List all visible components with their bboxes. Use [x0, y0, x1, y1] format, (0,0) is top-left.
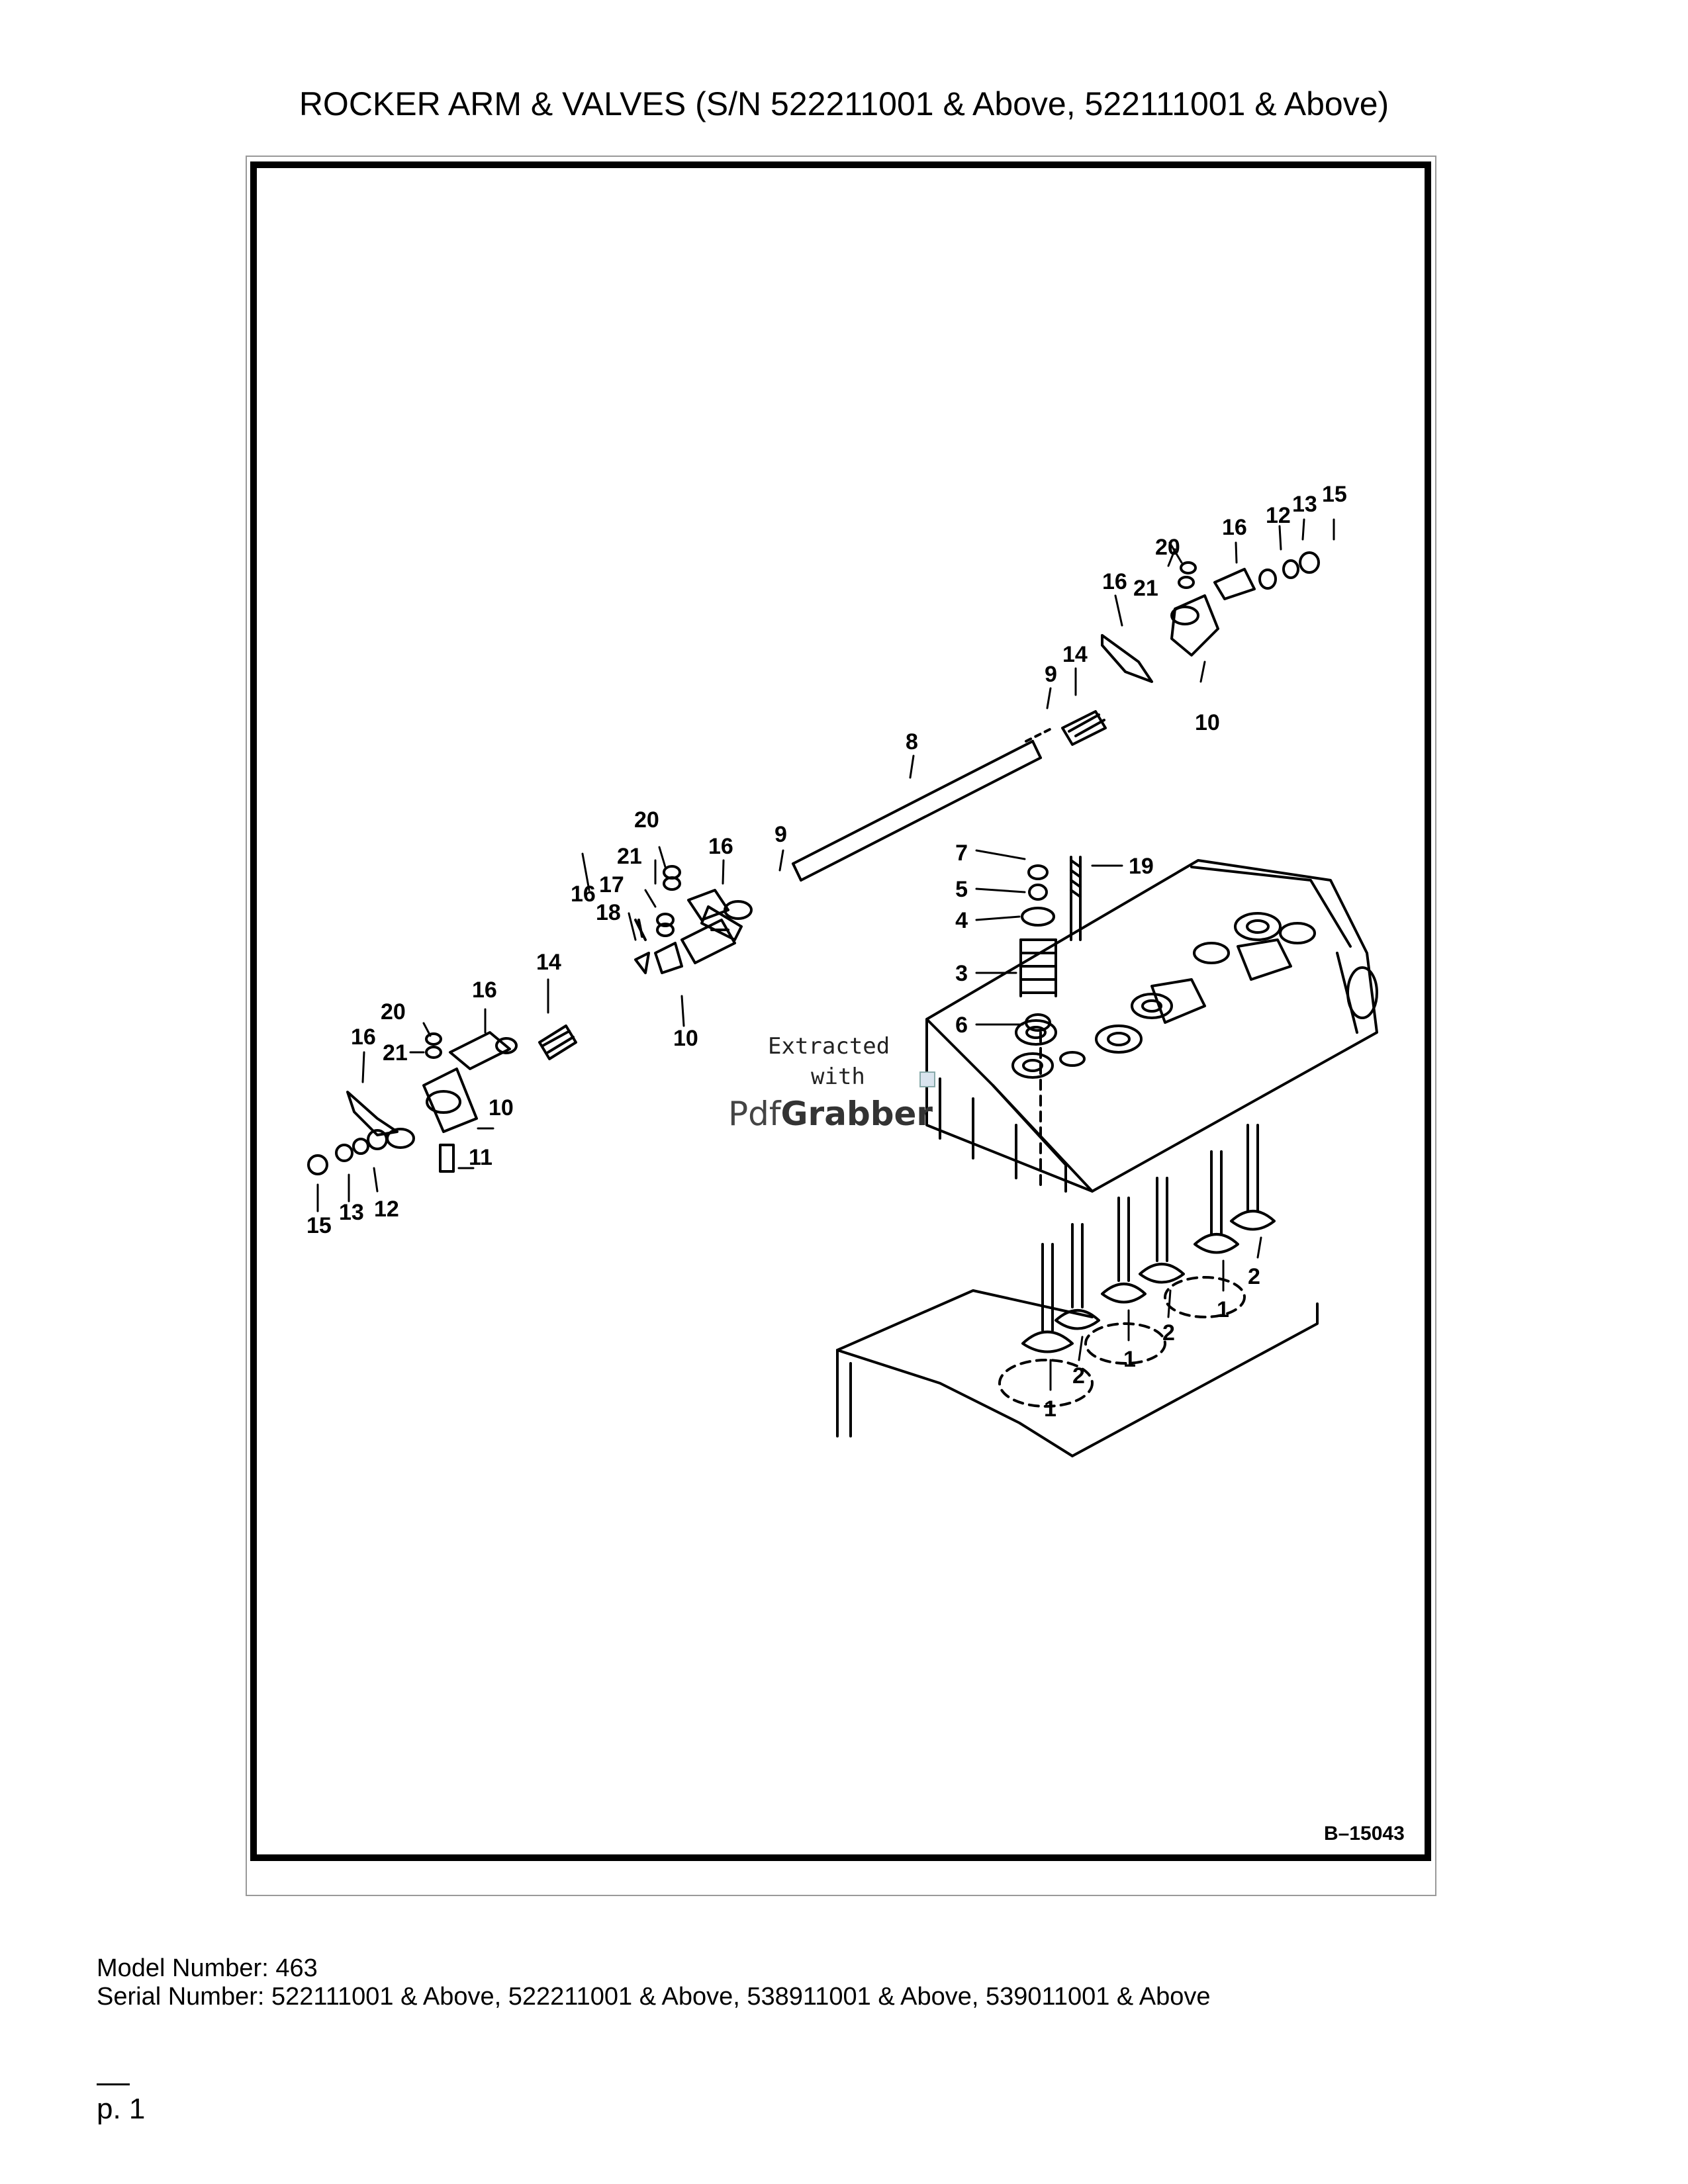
callout-15-upper: 15 — [1322, 482, 1347, 507]
callout-6: 6 — [955, 1013, 968, 1038]
callout-5: 5 — [955, 877, 968, 902]
callout-20-lower: 20 — [381, 999, 406, 1024]
callout-20-middle: 20 — [634, 807, 659, 833]
callout-14-upper: 14 — [1062, 642, 1088, 667]
rocker-group-middle — [634, 865, 753, 974]
watermark-brand: PdfGrabber — [728, 1095, 933, 1133]
callout-16-middle-a: 16 — [708, 834, 733, 859]
cylinder-head — [925, 859, 1378, 1193]
figure-reference-code: B–15043 — [1324, 1823, 1405, 1844]
callout-2-b: 2 — [1162, 1320, 1175, 1345]
callout-16-middle-b: 16 — [571, 882, 596, 907]
callout-1-a: 1 — [1044, 1396, 1056, 1422]
page-number-rule — [97, 2083, 130, 2085]
callout-2-a: 2 — [1072, 1363, 1085, 1388]
watermark-line-1: Extracted — [768, 1033, 890, 1060]
callout-13-upper: 13 — [1292, 492, 1317, 517]
callout-1-b: 1 — [1123, 1347, 1136, 1372]
callout-18: 18 — [596, 900, 621, 925]
callout-3: 3 — [955, 961, 968, 986]
callout-21-middle: 21 — [617, 844, 642, 869]
callout-21-lower: 21 — [383, 1040, 408, 1066]
diagram-frame — [250, 161, 1431, 1861]
callout-16-upper-b: 16 — [1222, 515, 1247, 540]
page-number: p. 1 — [97, 2093, 146, 2125]
valve-spring-assembly — [1019, 856, 1082, 1186]
callout-19: 19 — [1129, 854, 1154, 879]
callout-10-upper: 10 — [1195, 710, 1220, 735]
callout-13-lower: 13 — [339, 1200, 364, 1225]
page-title: ROCKER ARM & VALVES (S/N 522211001 & Abo… — [299, 85, 1389, 122]
callout-10-lower: 10 — [489, 1095, 514, 1120]
exploded-parts-diagram: 7 5 4 3 6 19 9 9 8 10 10 10 11 14 14 16 … — [306, 482, 1378, 1457]
callout-16-lower-b: 16 — [351, 1024, 376, 1050]
watermark-line-2: with — [811, 1064, 865, 1090]
callout-2-c: 2 — [1248, 1264, 1260, 1289]
diagram-outer-frame — [246, 156, 1436, 1896]
callout-12-upper: 12 — [1266, 503, 1291, 528]
callout-9-middle: 9 — [774, 822, 787, 847]
serial-number: Serial Number: 522111001 & Above, 522211… — [97, 1983, 1211, 2011]
callout-15-lower: 15 — [306, 1213, 332, 1238]
model-number: Model Number: 463 — [97, 1954, 318, 1982]
callout-16-lower-a: 16 — [472, 978, 497, 1003]
callout-labels: 7 5 4 3 6 19 9 9 8 10 10 10 11 14 14 16 … — [306, 482, 1347, 1422]
shaft-spring-middle — [538, 1024, 577, 1060]
rocker-shaft — [792, 740, 1042, 882]
callout-11: 11 — [469, 1145, 492, 1170]
callout-9-upper: 9 — [1045, 662, 1057, 687]
valves — [1021, 1124, 1276, 1353]
callout-16-upper-a: 16 — [1102, 569, 1127, 594]
callout-17: 17 — [599, 872, 624, 897]
callout-21-upper: 21 — [1133, 576, 1158, 601]
callout-12-lower: 12 — [374, 1197, 399, 1222]
rocker-group-lower — [307, 1031, 518, 1175]
callout-4: 4 — [955, 908, 968, 933]
callout-1-c: 1 — [1217, 1297, 1229, 1322]
pdfgrabber-watermark: Extracted with PdfGrabber — [728, 1033, 935, 1133]
leader-lines — [316, 518, 1335, 1391]
callout-8: 8 — [906, 729, 918, 754]
rocker-group-upper — [1025, 551, 1320, 746]
callout-7: 7 — [955, 841, 968, 866]
callout-14-middle: 14 — [536, 950, 561, 975]
callout-20-upper: 20 — [1155, 535, 1180, 560]
callout-10-middle: 10 — [673, 1026, 698, 1051]
